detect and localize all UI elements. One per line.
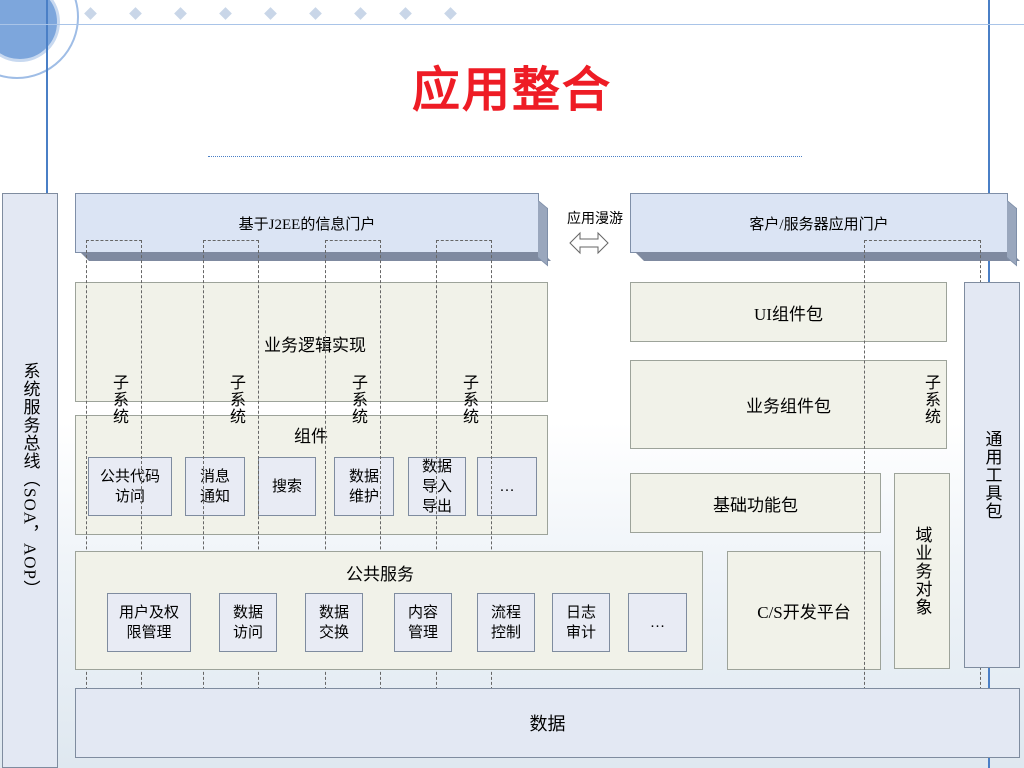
subsystem-label-right: 子系统 <box>922 374 939 425</box>
ui-component-package: UI组件包 <box>630 282 947 342</box>
subsystem-label: 子系统 <box>460 374 477 425</box>
diamond-decoration <box>399 7 412 20</box>
diamond-decoration <box>84 7 97 20</box>
business-logic-panel <box>75 282 548 402</box>
cs-dev-platform-label: C/S开发平台 <box>757 603 851 622</box>
diamond-decoration <box>174 7 187 20</box>
frame-line-top <box>0 24 1024 25</box>
diamond-decoration <box>264 7 277 20</box>
roaming-label: 应用漫游 <box>567 212 623 227</box>
service-log-audit: 日志 审计 <box>552 593 610 652</box>
diamond-decoration <box>129 7 142 20</box>
diamond-decoration <box>219 7 232 20</box>
service-data-exchange: 数据 交换 <box>305 593 363 652</box>
service-more: … <box>628 593 687 652</box>
base-function-package-label: 基础功能包 <box>713 495 798 515</box>
data-layer-label: 数据 <box>529 714 566 734</box>
diamond-decoration <box>309 7 322 20</box>
title-divider <box>208 156 802 157</box>
page-title: 应用整合 <box>411 62 612 118</box>
j2ee-portal-label: 基于J2EE的信息门户 <box>238 216 376 233</box>
ui-component-package-label: UI组件包 <box>754 304 823 324</box>
bidirectional-arrow-icon <box>569 231 609 255</box>
component-common-code: 公共代码 访问 <box>88 457 172 516</box>
service-data-access: 数据 访问 <box>219 593 277 652</box>
component-search: 搜索 <box>258 457 316 516</box>
component-message-notify: 消息 通知 <box>185 457 245 516</box>
business-logic-label: 业务逻辑实现 <box>264 336 366 355</box>
component-data-maintenance: 数据 维护 <box>334 457 394 516</box>
component-more: … <box>477 457 537 516</box>
service-process-control: 流程 控制 <box>477 593 535 652</box>
data-layer-bar: 数据 <box>75 688 1020 758</box>
components-label: 组件 <box>294 427 328 446</box>
common-tools-label: 通用工具包 <box>982 430 1002 520</box>
j2ee-portal-bar: 基于J2EE的信息门户 <box>75 193 539 253</box>
subsystem-label: 子系统 <box>110 374 127 425</box>
common-tools-bar: 通用工具包 <box>964 282 1020 668</box>
cs-dev-platform: C/S开发平台 <box>727 551 881 670</box>
service-content-management: 内容 管理 <box>394 593 452 652</box>
system-service-bus-label: 系统服务总线（SOA，AOP） <box>20 362 40 599</box>
domain-business-objects-label: 域业务对象 <box>912 526 932 616</box>
business-component-package-label: 业务组件包 <box>746 397 831 416</box>
service-user-permission: 用户及权 限管理 <box>107 593 191 652</box>
diamond-decoration <box>444 7 457 20</box>
business-component-package: 业务组件包 <box>630 360 947 449</box>
cs-portal-label: 客户/服务器应用门户 <box>749 216 889 233</box>
public-services-label: 公共服务 <box>346 565 414 584</box>
diamond-decoration <box>354 7 367 20</box>
subsystem-label: 子系统 <box>227 374 244 425</box>
subsystem-label: 子系统 <box>349 374 366 425</box>
cs-portal-bar: 客户/服务器应用门户 <box>630 193 1008 253</box>
domain-business-objects: 域业务对象 <box>894 473 950 669</box>
base-function-package: 基础功能包 <box>630 473 881 533</box>
system-service-bus-bar: 系统服务总线（SOA，AOP） <box>2 193 58 768</box>
